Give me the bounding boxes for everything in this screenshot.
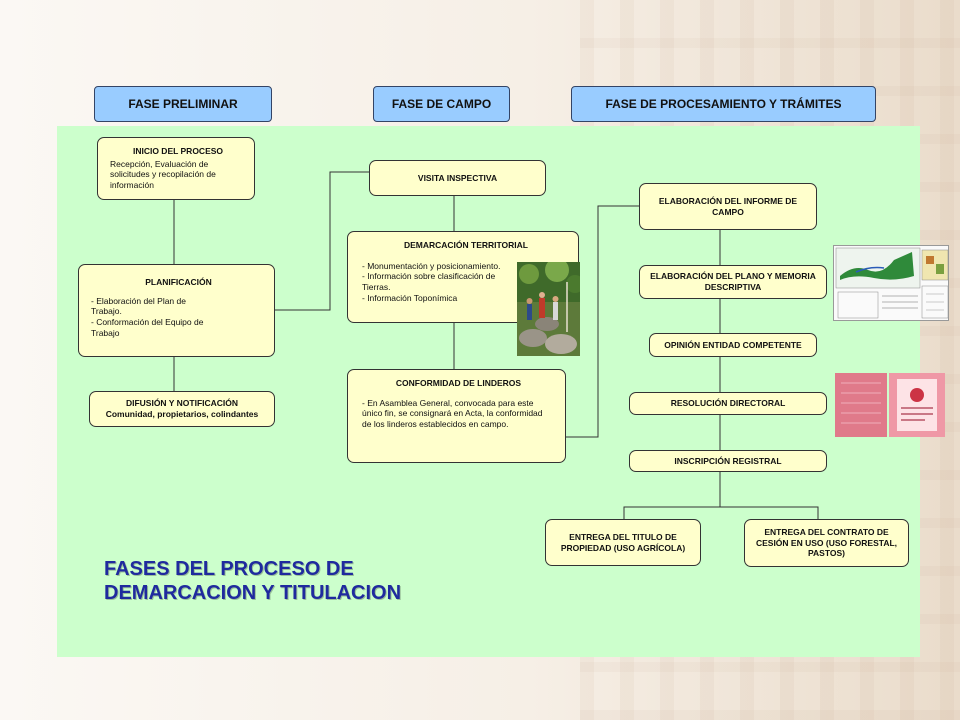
box-entrega-titulo: ENTREGA DEL TITULO DE PROPIEDAD (USO AGR… xyxy=(545,519,701,566)
field-team-photo xyxy=(517,262,580,356)
box-opinion-title: OPINIÓN ENTIDAD COMPETENTE xyxy=(664,339,802,350)
box-planificacion: PLANIFICACIÓN - Elaboración del Plan de … xyxy=(78,264,275,357)
box-planificacion-title: PLANIFICACIÓN xyxy=(145,277,212,287)
phase-tab-campo: FASE DE CAMPO xyxy=(373,86,510,122)
box-resolucion-directoral: RESOLUCIÓN DIRECTORAL xyxy=(629,392,827,415)
box-informe-title: ELABORACIÓN DEL INFORME DE CAMPO xyxy=(658,195,798,217)
box-visita-inspectiva: VISITA INSPECTIVA xyxy=(369,160,546,196)
line-conformidad-informe xyxy=(566,205,639,438)
box-titulo-title: ENTREGA DEL TITULO DE PROPIEDAD (USO AGR… xyxy=(560,531,686,553)
box-inicio-title: INICIO DEL PROCESO xyxy=(132,146,224,156)
line-split-branches xyxy=(623,506,819,519)
box-inscripcion-registral: INSCRIPCIÓN REGISTRAL xyxy=(629,450,827,472)
box-resolucion-title: RESOLUCIÓN DIRECTORAL xyxy=(670,398,786,409)
map-thumbnail xyxy=(833,245,949,321)
box-planificacion-body: - Elaboración del Plan de Trabajo. - Con… xyxy=(91,295,204,338)
box-difusion-notificacion: DIFUSIÓN Y NOTIFICACIÓN Comunidad, propi… xyxy=(89,391,275,427)
box-inicio-proceso: INICIO DEL PROCESO Recepción, Evaluación… xyxy=(97,137,255,200)
box-inscripcion-title: INSCRIPCIÓN REGISTRAL xyxy=(674,455,782,466)
box-conformidad-linderos: CONFORMIDAD DE LINDEROS - En Asamblea Ge… xyxy=(347,369,566,463)
box-plano-memoria: ELABORACIÓN DEL PLANO Y MEMORIA DESCRIPT… xyxy=(639,265,827,299)
box-plano-title: ELABORACIÓN DEL PLANO Y MEMORIA DESCRIPT… xyxy=(650,271,816,292)
box-difusion-subtitle: Comunidad, propietarios, colindantes xyxy=(105,409,259,419)
box-conformidad-title: CONFORMIDAD DE LINDEROS xyxy=(395,378,522,388)
box-demarcacion-body: - Monumentación y posicionamiento. - Inf… xyxy=(362,260,501,303)
box-conformidad-body: - En Asamblea General, convocada para es… xyxy=(362,397,543,429)
box-contrato-title: ENTREGA DEL CONTRATO DE CESIÓN EN USO (U… xyxy=(755,527,898,559)
phase-tab-procesamiento: FASE DE PROCESAMIENTO Y TRÁMITES xyxy=(571,86,876,122)
box-difusion-title: DIFUSIÓN Y NOTIFICACIÓN xyxy=(125,398,239,409)
box-entrega-contrato: ENTREGA DEL CONTRATO DE CESIÓN EN USO (U… xyxy=(744,519,909,567)
box-inicio-body: Recepción, Evaluación de solicitudes y r… xyxy=(110,158,216,190)
box-visita-title: VISITA INSPECTIVA xyxy=(417,172,498,183)
document-thumbnail xyxy=(835,373,945,437)
box-opinion-entidad: OPINIÓN ENTIDAD COMPETENTE xyxy=(649,333,817,357)
box-demarcacion-title: DEMARCACIÓN TERRITORIAL xyxy=(403,240,529,250)
line-planificacion-visita xyxy=(275,171,369,311)
main-title: FASES DEL PROCESO DE DEMARCACION Y TITUL… xyxy=(104,558,402,604)
phase-tab-preliminar: FASE PRELIMINAR xyxy=(94,86,272,122)
box-informe-campo: ELABORACIÓN DEL INFORME DE CAMPO xyxy=(639,183,817,230)
